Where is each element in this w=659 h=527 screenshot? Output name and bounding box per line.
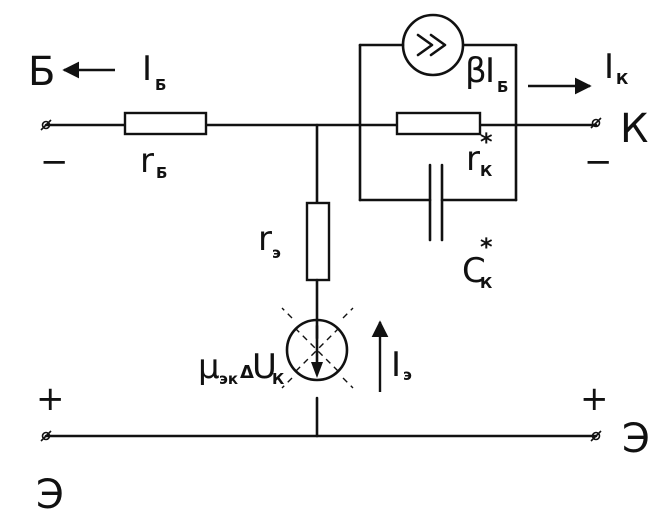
- collector-current-subscript: К: [616, 70, 629, 88]
- emitter-right-polarity: +: [580, 379, 609, 419]
- collector-capacitor-label: C * К: [462, 233, 493, 292]
- collector-polarity: −: [584, 142, 613, 182]
- current-source-subscript: Б: [497, 78, 508, 96]
- base-resistor-symbol: r: [140, 141, 154, 181]
- base-resistor-subscript: Б: [156, 164, 167, 182]
- base-resistor-label: r Б: [140, 141, 167, 182]
- emitter-current-label: I э: [391, 345, 412, 385]
- collector-current-symbol: I: [604, 47, 614, 87]
- voltage-source-coefficient-subscript: эк: [219, 370, 238, 388]
- collector-capacitor-subscript: К: [480, 274, 493, 292]
- voltage-source-delta: Δ: [240, 362, 254, 383]
- base-current-subscript: Б: [155, 76, 166, 94]
- emitter-resistor-symbol: r: [258, 219, 272, 259]
- collector-capacitor-superscript: *: [480, 233, 493, 261]
- base-terminal: [40, 119, 52, 131]
- collector-node-label: К: [620, 106, 648, 152]
- emitter-right-terminal: [590, 430, 602, 442]
- emitter-current-symbol: I: [391, 345, 401, 385]
- current-source-symbol: I: [485, 51, 495, 91]
- emitter-resistor-subscript: э: [272, 244, 281, 262]
- emitter-current-subscript: э: [403, 366, 412, 384]
- collector-resistor-superscript: *: [480, 128, 493, 156]
- collector-terminal: [590, 117, 602, 129]
- voltage-source-symbol: U: [252, 347, 277, 387]
- base-current-symbol: I: [142, 49, 152, 89]
- current-source-coefficient: β: [465, 51, 487, 91]
- collector-resistor-subscript: К: [480, 162, 493, 180]
- emitter-right-node-label: Э: [622, 416, 650, 462]
- voltage-source: [281, 301, 354, 389]
- base-resistor: [123, 111, 208, 136]
- collector-capacitor-symbol: C: [462, 251, 486, 291]
- current-source: [401, 13, 465, 77]
- emitter-left-node-label: Э: [36, 472, 64, 518]
- collector-capacitor: [428, 163, 444, 242]
- current-source-label: β I Б: [465, 51, 508, 96]
- voltage-source-subscript: К: [272, 370, 285, 388]
- voltage-source-coefficient: μ: [198, 347, 220, 387]
- emitter-resistor-label: r э: [258, 219, 281, 262]
- voltage-source-label: μ эк Δ U К: [198, 347, 285, 388]
- collector-resistor-symbol: r: [466, 139, 480, 179]
- base-polarity: −: [40, 142, 69, 182]
- emitter-resistor: [305, 201, 331, 282]
- emitter-left-terminal: [40, 430, 52, 442]
- collector-current-label: I К: [604, 47, 629, 88]
- collector-resistor-label: r * К: [466, 128, 493, 180]
- emitter-left-polarity: +: [36, 379, 65, 419]
- base-current-label: I Б: [142, 49, 166, 94]
- base-node-label: Б: [28, 49, 55, 95]
- collector-resistor: [395, 111, 482, 136]
